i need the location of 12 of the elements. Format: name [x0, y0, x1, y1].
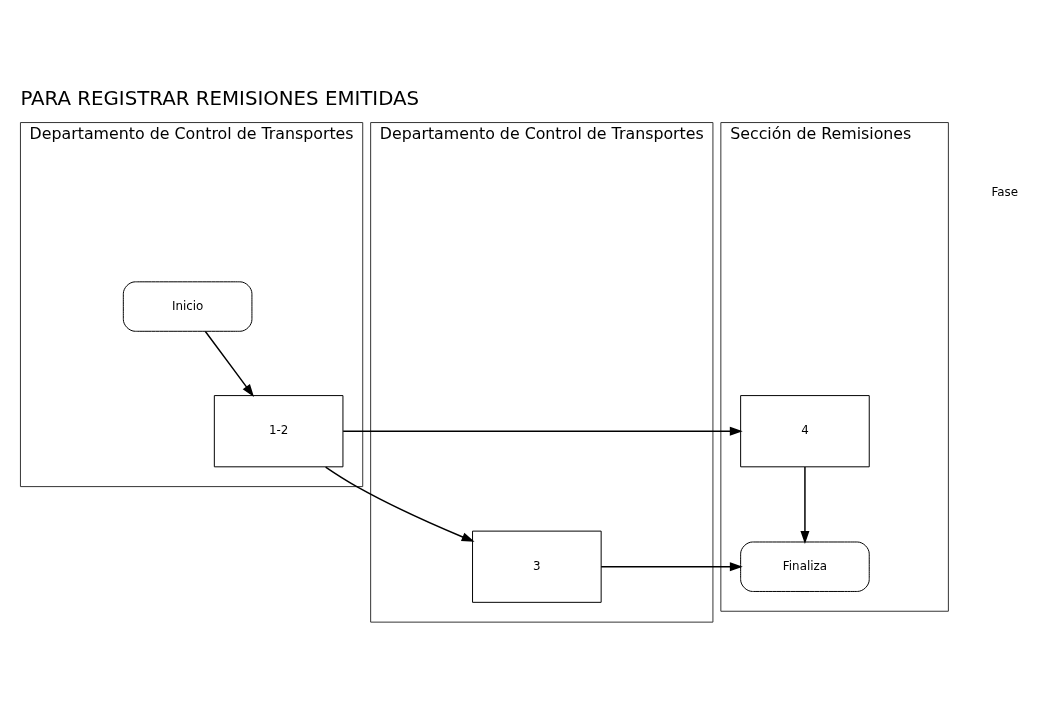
- arrow: [204, 330, 254, 397]
- arrow: [800, 466, 810, 544]
- node-box: Finaliza: [740, 541, 870, 592]
- node-box: 1-2: [213, 395, 344, 468]
- arrow: [342, 426, 743, 436]
- node-box: 3: [472, 530, 602, 603]
- diagram-title: PARA REGISTRAR REMISIONES EMITIDAS: [20, 86, 420, 110]
- label: Fase: [991, 184, 1019, 199]
- node-box: Inicio: [122, 281, 253, 332]
- node-box: 4: [740, 395, 870, 468]
- arrow: [600, 562, 743, 572]
- arrow: [324, 466, 475, 542]
